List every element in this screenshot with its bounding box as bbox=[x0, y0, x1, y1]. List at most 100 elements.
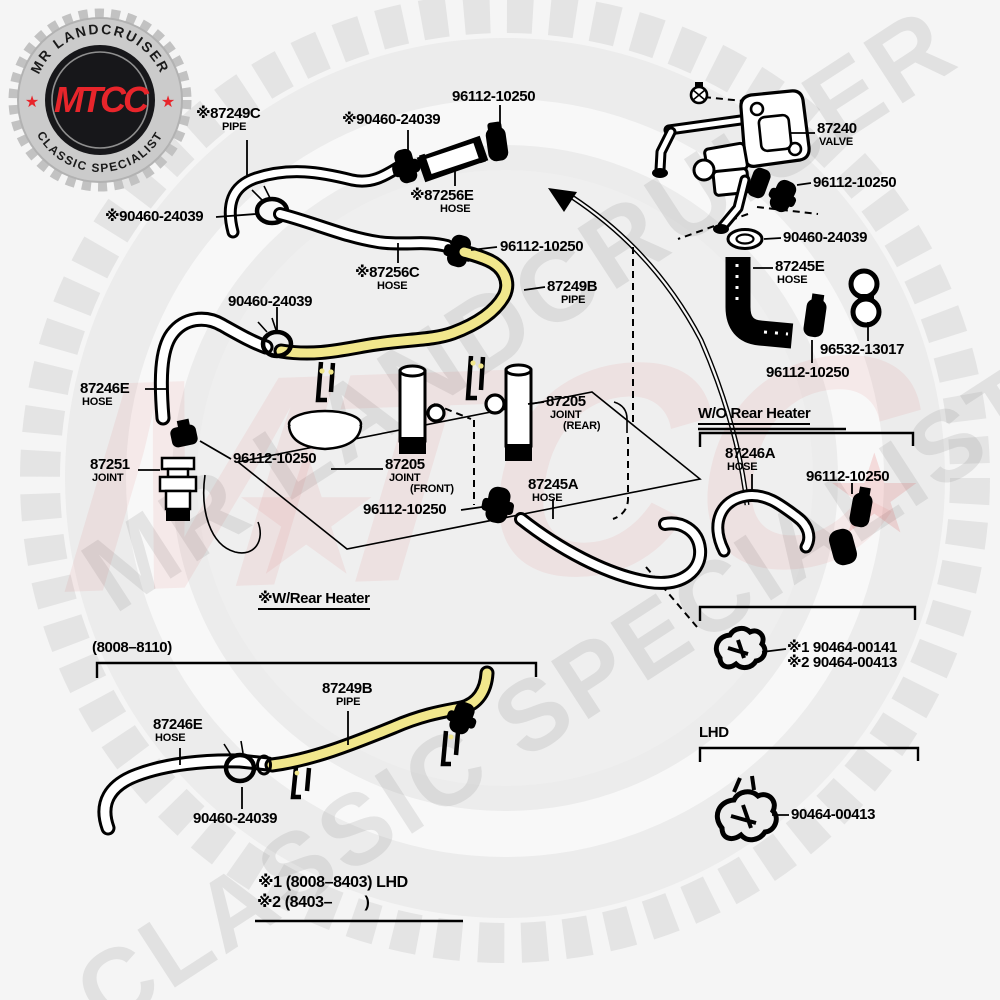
part-number: ※87249C bbox=[196, 105, 261, 122]
part-label-8: 90460-24039 bbox=[228, 294, 312, 310]
clamps-96112-10250-valve bbox=[747, 167, 797, 213]
part-number: 87251 bbox=[90, 456, 130, 473]
clamp-90460-24039-row3 bbox=[257, 317, 294, 359]
part-number: 90460-24039 bbox=[783, 229, 868, 246]
wo-rear-heater-section bbox=[698, 427, 915, 566]
part-type: HOSE bbox=[440, 202, 471, 215]
part-number: 96112-10250 bbox=[813, 174, 897, 191]
pipe-curl-87251 bbox=[203, 474, 261, 554]
part-type: JOINT bbox=[550, 408, 582, 421]
hose-87246e bbox=[153, 311, 274, 426]
part-position: (REAR) bbox=[563, 420, 601, 433]
part-number: 87245E bbox=[775, 258, 825, 275]
part-number: 96112-10250 bbox=[363, 501, 447, 518]
part-number: 96532-13017 bbox=[820, 341, 905, 358]
part-number: ※1 (8008–8403) LHD bbox=[258, 874, 408, 891]
part-number: 87205 bbox=[385, 456, 425, 473]
pipe-87249c bbox=[223, 157, 411, 239]
badge-star-left: ★ bbox=[25, 94, 39, 111]
part-number: 87249B bbox=[547, 278, 598, 295]
clamp-96112-10250-front bbox=[481, 486, 514, 524]
clamp-96112-10250-87245e bbox=[803, 293, 827, 338]
part-number: W/O Rear Heater bbox=[698, 406, 811, 425]
part-number: (8008–8110) bbox=[92, 639, 172, 656]
part-number: 96112-10250 bbox=[233, 450, 317, 467]
part-label-35: ※2 (8403– ) bbox=[257, 894, 370, 912]
part-label-25: ※1 90464-00141 bbox=[787, 640, 897, 656]
part-type: HOSE bbox=[155, 731, 186, 744]
part-number: ※87256E bbox=[410, 187, 474, 204]
joint-87205-front bbox=[398, 364, 446, 454]
part-number: ※90460-24039 bbox=[342, 111, 441, 128]
part-type: JOINT bbox=[389, 471, 421, 484]
hose-87256e bbox=[416, 135, 489, 183]
part-label-4: ※90460-24039 bbox=[105, 209, 204, 225]
part-type: HOSE bbox=[82, 395, 113, 408]
part-label-10: 96112-10250 bbox=[233, 450, 317, 467]
part-type: HOSE bbox=[727, 460, 758, 473]
part-label-28: 90464-00413 bbox=[791, 807, 875, 823]
part-type: HOSE bbox=[532, 491, 563, 504]
part-label-18: 90460-24039 bbox=[783, 230, 867, 246]
clamp-96112-10250-row1 bbox=[485, 121, 509, 162]
part-label-20: 96532-13017 bbox=[820, 342, 904, 358]
badge-star-right: ★ bbox=[161, 94, 175, 111]
gasket-90460-24039-valve bbox=[726, 228, 764, 250]
part-label-29: ※W/Rear Heater bbox=[258, 591, 370, 610]
part-number: LHD bbox=[699, 724, 729, 741]
heater-unit-outline bbox=[236, 391, 702, 550]
joint-87251 bbox=[158, 456, 198, 521]
part-number: 96112-10250 bbox=[766, 364, 850, 381]
part-label-26: ※2 90464-00413 bbox=[787, 655, 897, 671]
part-type: VALVE bbox=[819, 135, 854, 148]
hose-87245a bbox=[514, 512, 708, 590]
part-number: ※2 (8403– ) bbox=[257, 894, 370, 911]
lhd-section bbox=[698, 746, 920, 843]
part-label-27: LHD bbox=[699, 725, 729, 741]
part-number: 90460-24039 bbox=[228, 293, 313, 310]
bolt-icon bbox=[689, 82, 709, 105]
part-type: PIPE bbox=[336, 695, 361, 708]
badge-monogram: MTCC bbox=[54, 79, 150, 120]
part-number: ※2 90464-00413 bbox=[787, 654, 897, 671]
joint-87205-rear bbox=[484, 363, 533, 461]
part-label-5: 96112-10250 bbox=[500, 238, 584, 255]
part-number: 87246E bbox=[153, 716, 203, 733]
part-number: 96112-10250 bbox=[452, 88, 536, 105]
pipe-87249b-highlighted bbox=[273, 244, 515, 361]
part-number: 87249B bbox=[322, 680, 373, 697]
part-label-21: 96112-10250 bbox=[766, 364, 850, 381]
part-number: 96112-10250 bbox=[500, 238, 584, 255]
part-label-14: 96112-10250 bbox=[363, 501, 447, 518]
clamp-90460-24039-row1-top bbox=[392, 148, 421, 184]
part-number: ※87256C bbox=[355, 264, 420, 281]
part-label-2: 96112-10250 bbox=[452, 88, 536, 105]
part-type: HOSE bbox=[777, 273, 808, 286]
part-type: PIPE bbox=[222, 120, 247, 133]
routing-arrow bbox=[548, 188, 750, 506]
part-number: 90460-24039 bbox=[193, 810, 278, 827]
part-type: PIPE bbox=[561, 293, 586, 306]
grommet-96532-13017 bbox=[848, 268, 882, 328]
spring-clamp-90464-upper bbox=[713, 625, 768, 671]
part-label-1: ※90460-24039 bbox=[342, 111, 441, 128]
part-number: ※1 90464-00141 bbox=[787, 639, 897, 656]
mtcc-badge-logo: MR LANDCRUISER CLASSIC SPECIALIST ★ ★ MT… bbox=[8, 8, 192, 192]
clamp-96112-10250-87251 bbox=[170, 418, 198, 448]
part-number: 87205 bbox=[546, 393, 586, 410]
part-number: 87246A bbox=[725, 445, 776, 462]
part-number: 87246E bbox=[80, 380, 130, 397]
part-number: 87240 bbox=[817, 120, 857, 137]
